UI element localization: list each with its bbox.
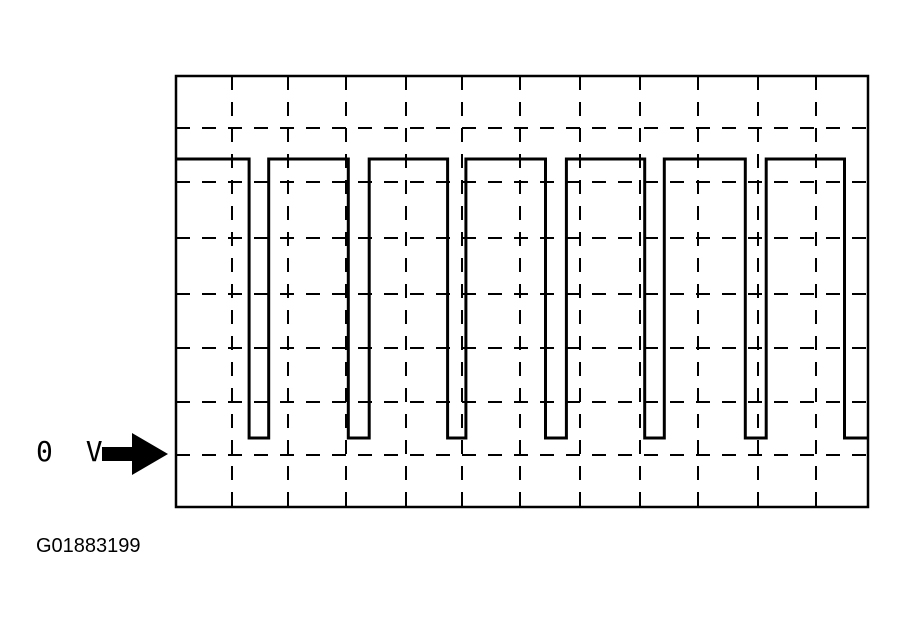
zero-volt-label: 0 V [36, 435, 111, 468]
figure-id: G01883199 [36, 535, 141, 557]
right-arrow-icon [102, 433, 168, 475]
square-wave-trace [176, 157, 868, 440]
scope-grid [176, 76, 868, 507]
scope-screen-frame [174, 74, 870, 509]
